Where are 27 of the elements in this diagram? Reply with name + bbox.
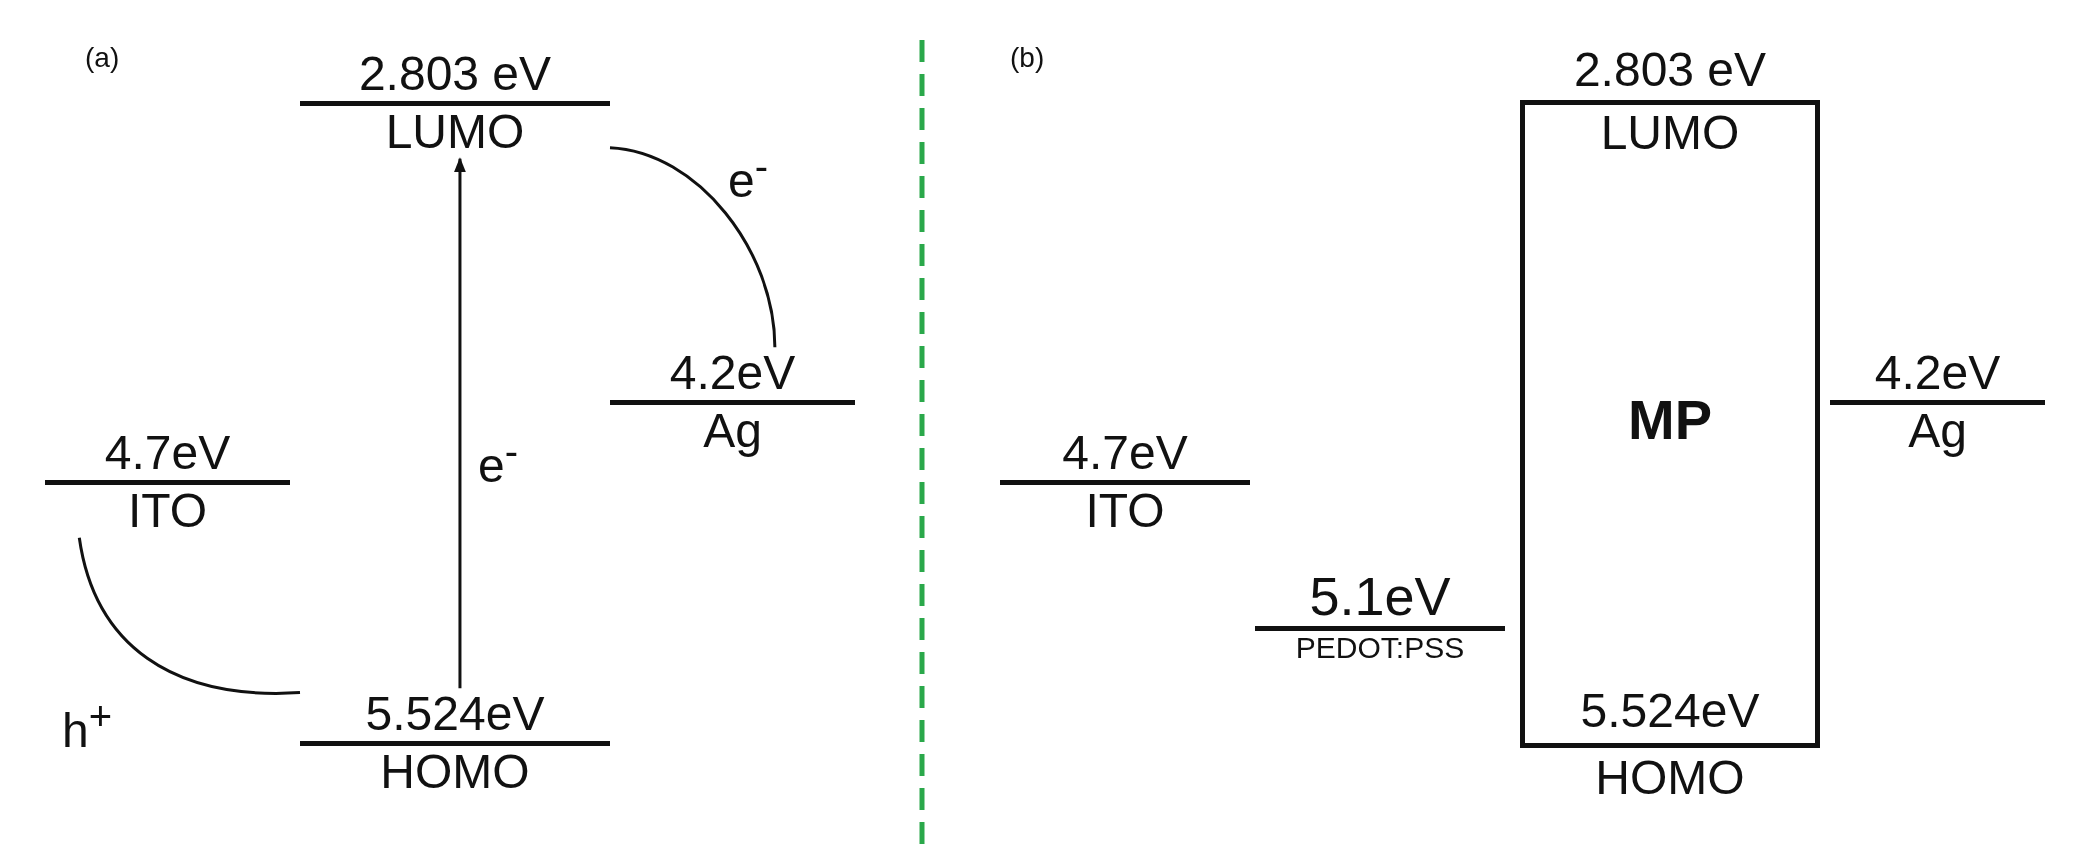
level-label: HOMO	[1594, 752, 1746, 805]
energy-value: 4.7eV	[104, 427, 231, 480]
arrow	[453, 157, 466, 689]
edge-label: e$^{-}$	[478, 428, 519, 492]
energy-value: 4.7eV	[1062, 427, 1188, 480]
edge-label: h$^{+}$	[62, 693, 113, 757]
edge-label: e$^{-}$	[728, 143, 769, 207]
energy-value: 2.803 eV	[358, 48, 552, 101]
material-label: MP	[1627, 389, 1713, 451]
level-label: Ag	[703, 405, 762, 458]
level-label: HOMO	[380, 746, 530, 799]
energy-value: 5.524eV	[1579, 685, 1761, 738]
connector-curve	[77, 537, 301, 695]
panel-label: (b)	[1010, 42, 1045, 74]
panel-label: (a)	[85, 42, 120, 74]
level-label: ITO	[1085, 485, 1165, 538]
energy-value: 4.2eV	[1874, 347, 2001, 400]
energy-value: 4.2eV	[669, 347, 796, 400]
level-label: LUMO	[385, 106, 525, 159]
level-label: Ag	[1908, 405, 1967, 458]
connector-curve	[609, 146, 777, 348]
level-label: ITO	[127, 485, 208, 538]
energy-value: 5.1eV	[1309, 566, 1451, 626]
level-label: PEDOT:PSS	[1295, 631, 1465, 664]
energy-value: 5.524eV	[365, 688, 545, 741]
level-label: LUMO	[1599, 107, 1741, 160]
energy-value: 2.803 eV	[1572, 44, 1768, 97]
